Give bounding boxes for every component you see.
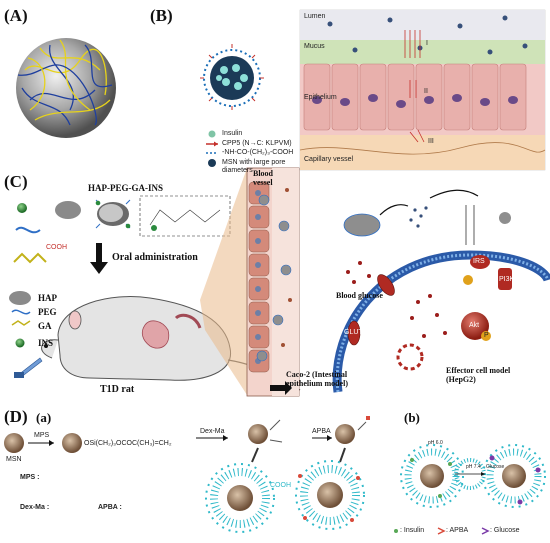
legend-msn: MSN with large pore [222,159,286,166]
pi3k-label: PI3K [499,276,515,283]
dendrimer-1 [205,463,275,533]
legend-hap: HAP [38,293,57,303]
intestinal-barrier-diagram [299,9,546,171]
panel-b-label: (B) [150,6,173,25]
legend-d-insulin: : Insulin [400,527,425,534]
legend-insulin: Insulin [222,130,243,137]
ph2-label: pH 7.4 [466,464,481,470]
msn-polymer-sphere [16,38,116,138]
legend-d-glucose: : Glucose [490,527,520,534]
epithelium-label: Epithelium [304,94,337,101]
dendrimer-4 [482,444,546,508]
effector-label: Effector cell model (HepG2) [446,366,511,384]
phospho-label: P [484,332,489,339]
msn-label: MSN [6,456,22,463]
capillary-label: Capillary vessel [304,156,354,163]
cooh-label: COOH [46,244,67,251]
legend-ins: INS [38,338,54,348]
apba-label: APBA : [98,504,122,511]
mps-arrow-label: MPS [34,432,50,439]
legend-cpp5: CPP5 (N→C: KLPVM) [222,140,292,147]
legend-ga: GA [38,321,52,331]
blood-vessel-label: Blood vessel [253,169,274,187]
legend-msn-cont: diameters [222,167,253,174]
cooh-tag: COOH [270,482,291,489]
surface-chem: OSi(CH₂)₃OCOC(CH₃)=CH₂ [84,440,172,447]
rat-label: T1D rat [100,384,135,395]
panel-d-graphics [0,405,550,543]
glut4-label: GLUT4 [344,329,367,336]
panel-c-label: (C) [4,172,28,191]
dendrimer-2 [295,460,365,530]
akt-label: Akt [469,322,480,329]
panel-a-label: (A) [4,6,28,25]
panel-c-graphics [9,167,550,397]
mps-formula-label: MPS : [20,474,40,481]
panel-d-label: (D) [4,407,28,426]
panel-d-sub-a: (a) [36,410,52,425]
glucose-arrow-label: Glucose [486,464,505,470]
dexma-label: Dex-Ma : [20,504,50,511]
ph1-label: pH 6.0 [428,440,443,446]
lumen-label: Lumen [304,13,326,20]
conjugate-label: HAP-PEG-GA-INS [88,183,163,193]
step-iii-label: III [428,138,434,145]
panel-b-legend-icons [206,130,218,167]
legend-linker: -NH-CO-(CH₂)₃-COOH [222,149,294,156]
legend-d-apba: : APBA [446,527,469,534]
mucus-label: Mucus [304,43,325,50]
irs-label: IRS [473,258,485,265]
panel-d-sub-b: (b) [404,410,420,425]
step-ii-label: II [424,88,428,95]
blood-glucose-label: Blood glucose [336,291,383,300]
step-i-label: I [426,40,428,47]
legend-peg: PEG [38,307,57,317]
apba-arrow-label: APBA [312,428,331,435]
caco-label: Caco-2 (Intestinal epithelium model) [286,370,348,388]
msn-cpp-particle [200,44,264,110]
dexma-arrow-label: Dex-Ma [200,428,225,435]
dendrimer-3 [400,444,464,508]
route-label: Oral administration [112,252,198,263]
